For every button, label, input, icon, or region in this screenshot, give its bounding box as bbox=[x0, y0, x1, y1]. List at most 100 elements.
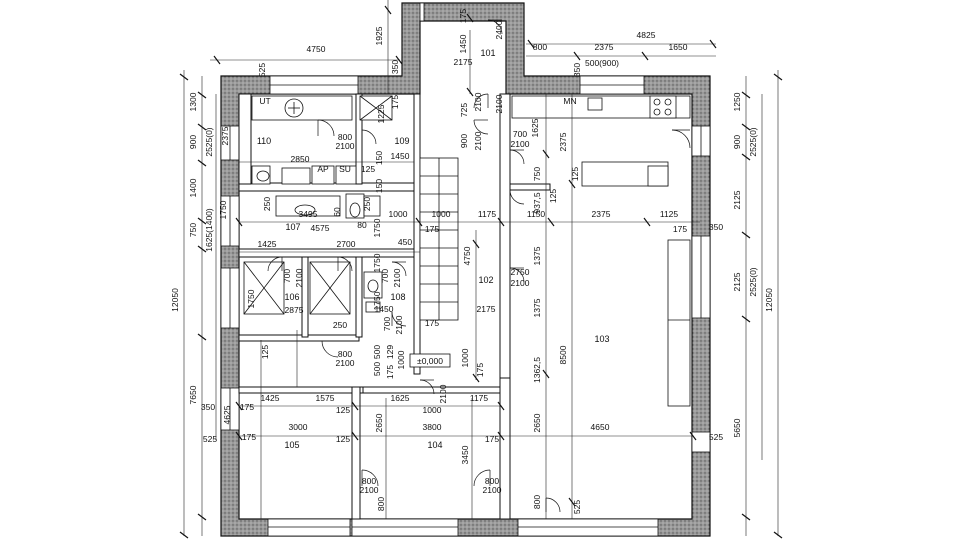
dimension-value: 2650 bbox=[374, 413, 384, 432]
elevation-marker: ±0,000 bbox=[409, 353, 451, 368]
dimension-value: 175 bbox=[385, 365, 395, 379]
dimension-value: 8500 bbox=[558, 345, 568, 364]
dimension-value: 175 bbox=[475, 363, 485, 377]
dimension-value: 700 bbox=[380, 269, 390, 283]
dimension-value: 350 bbox=[572, 63, 582, 77]
dimension-value: 2375 bbox=[558, 132, 568, 151]
dimension-value: 1362,5 bbox=[532, 357, 542, 383]
dimension-value: 725 bbox=[459, 103, 469, 117]
dimension-value: 7650 bbox=[188, 385, 198, 404]
dimension-value: 1425 bbox=[261, 393, 280, 403]
dimension-value: 2375 bbox=[220, 126, 230, 145]
dimension-value: 2125 bbox=[732, 190, 742, 209]
fixture-label: MN bbox=[563, 96, 576, 106]
dimension-value: 125 bbox=[260, 345, 270, 359]
dimension-lines bbox=[183, 0, 779, 536]
dimension-value: 4825 bbox=[637, 30, 656, 40]
dimension-value: 3800 bbox=[423, 422, 442, 432]
dimension-value: 350 bbox=[390, 60, 400, 74]
dimension-value: 175 bbox=[390, 95, 400, 109]
dimension-value: 1150 bbox=[527, 209, 546, 219]
dimension-value: 2100 bbox=[511, 278, 530, 288]
dimension-value: 2100 bbox=[394, 315, 404, 334]
dimension-ticks bbox=[179, 5, 783, 539]
dimension-value: 4750 bbox=[307, 44, 326, 54]
dimension-value: 2700 bbox=[337, 239, 356, 249]
dimension-value: 3450 bbox=[460, 445, 470, 464]
dimension-value: 4575 bbox=[311, 223, 330, 233]
fixture-label: AP bbox=[317, 164, 329, 174]
dimension-value: 1400 bbox=[188, 178, 198, 197]
dimension-value: 800 bbox=[533, 42, 547, 52]
dimension-value: 129 bbox=[385, 345, 395, 359]
dimension-value: 1375 bbox=[532, 298, 542, 317]
room-number: 104 bbox=[427, 440, 442, 450]
room-number: 101 bbox=[480, 48, 495, 58]
dimension-value: 1250 bbox=[732, 92, 742, 111]
room-number: 106 bbox=[284, 292, 299, 302]
doors bbox=[267, 19, 691, 513]
dimension-value: 2100 bbox=[494, 94, 504, 113]
dimension-value: 125 bbox=[336, 434, 350, 444]
fixture-label: SU bbox=[339, 164, 351, 174]
bathroom-fixtures bbox=[243, 95, 393, 315]
room-number: 110 bbox=[257, 136, 271, 146]
dimension-value: 2100 bbox=[438, 384, 448, 403]
room-number: 102 bbox=[478, 275, 493, 285]
dimension-value: 125 bbox=[570, 167, 580, 181]
dimension-value: 125 bbox=[336, 405, 350, 415]
dimension-value: 175 bbox=[425, 224, 439, 234]
dimension-value: 2875 bbox=[285, 305, 304, 315]
dimension-value: 175 bbox=[425, 318, 439, 328]
dimension-value: 2175 bbox=[477, 304, 496, 314]
elevation-label: ±0,000 bbox=[417, 356, 443, 366]
dimension-value: 1625 bbox=[391, 393, 410, 403]
dimension-value: 175 bbox=[673, 224, 687, 234]
dimension-value: 125 bbox=[361, 164, 375, 174]
dimension-value: 1650 bbox=[669, 42, 688, 52]
dimension-value: 2100 bbox=[473, 131, 483, 150]
dimension-value: 2125 bbox=[732, 272, 742, 291]
dimension-value: 900 bbox=[732, 135, 742, 149]
dimension-value: 500 bbox=[372, 345, 382, 359]
dimension-value: 1375 bbox=[532, 246, 542, 265]
dimension-value: 2375 bbox=[595, 42, 614, 52]
staircase bbox=[419, 157, 459, 321]
room-number: 108 bbox=[390, 292, 405, 302]
dimension-value: 1300 bbox=[188, 92, 198, 111]
dimension-value: 500(900) bbox=[585, 58, 619, 68]
dimension-value: 750 bbox=[188, 223, 198, 237]
dimension-value: 1125 bbox=[660, 209, 679, 219]
interior-walls bbox=[238, 93, 551, 520]
dimension-value: 2750 bbox=[511, 267, 530, 277]
dimension-value: 800 bbox=[362, 476, 376, 486]
dimension-value: 150 bbox=[374, 151, 384, 165]
dimension-value: 2100 bbox=[294, 268, 304, 287]
dimension-value: 2525(0) bbox=[748, 267, 758, 296]
dimension-value: 2400 bbox=[494, 20, 504, 39]
dimension-value: 800 bbox=[532, 495, 542, 509]
dimension-value: 175 bbox=[240, 402, 254, 412]
dimension-value: 525 bbox=[709, 432, 723, 442]
dimension-value: 2175 bbox=[454, 57, 473, 67]
dimension-value: 175 bbox=[458, 9, 468, 23]
fixture-label: UT bbox=[259, 96, 270, 106]
dimension-value: 1450 bbox=[375, 304, 394, 314]
room-number: 105 bbox=[284, 440, 299, 450]
dimension-value: 250 bbox=[362, 197, 372, 211]
dimension-value: 1750 bbox=[372, 218, 382, 237]
dimension-value: 500 bbox=[372, 362, 382, 376]
dimension-value: 5650 bbox=[732, 418, 742, 437]
dimension-value: 2100 bbox=[336, 141, 355, 151]
room-number: 109 bbox=[394, 136, 409, 146]
dimension-value: 12050 bbox=[764, 288, 774, 312]
dimension-value: 4625 bbox=[222, 405, 232, 424]
dimension-value: 800 bbox=[338, 349, 352, 359]
dimension-value: 150 bbox=[374, 179, 384, 193]
dimension-value: 1000 bbox=[432, 209, 451, 219]
dimension-value: 1750 bbox=[218, 200, 228, 219]
dimension-value: 750 bbox=[532, 167, 542, 181]
